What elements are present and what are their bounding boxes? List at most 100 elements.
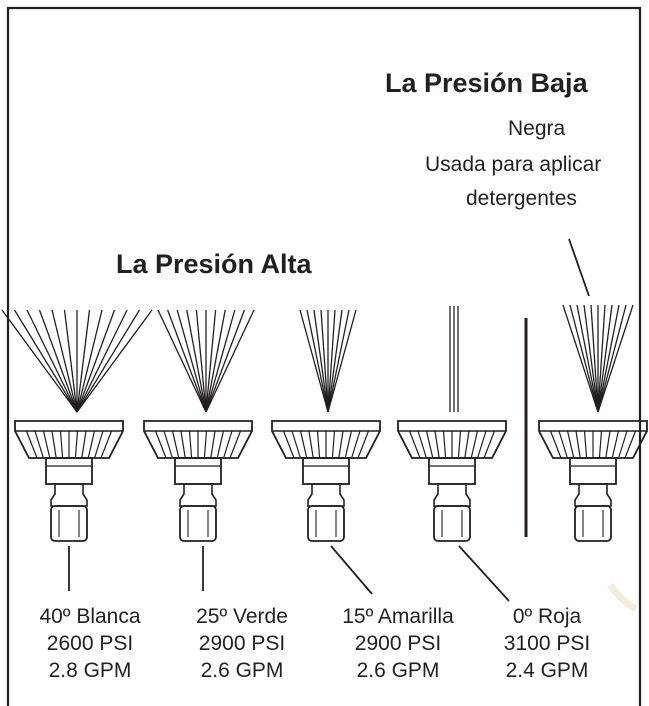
nozzle-rib — [180, 430, 186, 459]
spray-line — [205, 309, 217, 413]
spray-line — [205, 309, 236, 413]
nozzle-label-40: 40º Blanca 2600 PSI 2.8 GPM — [17, 603, 163, 684]
nozzle-rib — [223, 430, 233, 459]
nozzle-neck — [302, 457, 350, 485]
spray-line — [157, 309, 207, 413]
spray-fan-15 — [299, 309, 357, 413]
nozzle-rib — [291, 430, 301, 459]
nozzle-rib — [94, 430, 104, 459]
nozzle-rib — [74, 430, 79, 459]
spray-line — [76, 309, 116, 413]
spray-line — [38, 309, 78, 413]
high-pressure-title: La Presión Alta — [116, 249, 312, 279]
nozzle-stem — [574, 505, 612, 542]
nozzle-rib — [308, 430, 314, 459]
spray-line — [299, 309, 329, 413]
nozzle-stem — [179, 505, 217, 542]
spray-line — [186, 309, 207, 413]
nozzle-rib — [171, 430, 180, 459]
nozzle-collar — [179, 483, 217, 507]
nozzle-rib — [558, 430, 568, 459]
spray-line — [576, 304, 599, 413]
nozzle-rib — [575, 430, 581, 459]
spray-line — [597, 304, 620, 413]
nozzle-rib — [618, 430, 628, 459]
nozzle-rib — [434, 430, 440, 459]
spray-line — [583, 304, 599, 413]
nozzle-rib — [216, 430, 225, 459]
spray-line — [205, 309, 255, 413]
spray-line — [597, 304, 606, 413]
nozzle-rib — [611, 430, 620, 459]
nozzle-neck — [569, 457, 617, 485]
low-pressure-use-line2: detergentes — [466, 187, 577, 210]
nozzle-stem — [50, 505, 88, 542]
nozzle-25 — [143, 420, 253, 542]
nozzle-rib — [229, 430, 242, 459]
spray-line — [562, 304, 599, 413]
frame-border — [6, 6, 642, 706]
nozzle-rib — [34, 430, 44, 459]
watermark-fragment — [607, 582, 638, 613]
nozzle-rib — [425, 430, 434, 459]
low-pressure-color: Negra — [508, 117, 566, 140]
nozzle-psi: 2600 PSI — [46, 632, 134, 655]
spray-line — [76, 309, 91, 413]
spray-line — [205, 309, 226, 413]
spray-line — [590, 304, 599, 413]
nozzle-stem — [307, 505, 345, 542]
nozzle-rib — [51, 430, 57, 459]
nozzle-neck — [174, 457, 222, 485]
nozzle-angle-color: 25º Verde — [196, 605, 288, 628]
nozzle-label-15: 15º Amarilla 2900 PSI 2.6 GPM — [323, 603, 473, 684]
spray-line — [327, 309, 336, 413]
nozzle-rib — [154, 430, 167, 459]
spray-line — [63, 309, 78, 413]
nozzle-rib — [483, 430, 496, 459]
nozzle-collar — [307, 483, 345, 507]
nozzle-rib — [42, 430, 51, 459]
spray-line — [306, 309, 329, 413]
nozzle-neck — [45, 457, 93, 485]
spray-line — [320, 309, 329, 413]
spray-line — [76, 309, 141, 413]
nozzle-rib — [316, 430, 321, 459]
spray-fan-low — [562, 304, 634, 413]
spray-line — [76, 309, 128, 413]
nozzle-rib — [605, 430, 611, 459]
nozzle-rib — [344, 430, 353, 459]
nozzle-rib — [417, 430, 427, 459]
nozzle-rib — [549, 430, 562, 459]
nozzle-psi: 3100 PSI — [503, 632, 591, 655]
spray-line — [597, 304, 627, 413]
spray-line — [327, 309, 343, 413]
nozzle-rib — [442, 430, 447, 459]
nozzle-gpm: 2.6 GPM — [356, 659, 440, 682]
spray-line — [569, 304, 599, 413]
spray-line — [76, 309, 103, 413]
nozzle-gpm: 2.6 GPM — [200, 659, 284, 682]
spray-line — [166, 309, 207, 413]
nozzle-rib — [87, 430, 96, 459]
spray-line — [176, 309, 207, 413]
nozzle-label-0: 0º Roja 3100 PSI 2.4 GPM — [487, 603, 607, 684]
nozzle-rib — [25, 430, 38, 459]
nozzle-rib — [357, 430, 370, 459]
nozzle-rib — [408, 430, 421, 459]
nozzle-40 — [14, 420, 124, 542]
nozzle-rib — [59, 430, 64, 459]
nozzle-rib — [583, 430, 588, 459]
spray-line — [597, 304, 634, 413]
spray-line — [327, 309, 357, 413]
nozzle-rib — [351, 430, 361, 459]
nozzle-rib — [624, 430, 637, 459]
nozzle-rib — [299, 430, 308, 459]
nozzle-rib — [163, 430, 173, 459]
nozzle-rib — [100, 430, 113, 459]
nozzle-rib — [566, 430, 575, 459]
nozzle-low — [538, 420, 648, 542]
spray-line — [26, 309, 78, 413]
spray-line — [327, 309, 350, 413]
leader-15 — [330, 545, 373, 595]
